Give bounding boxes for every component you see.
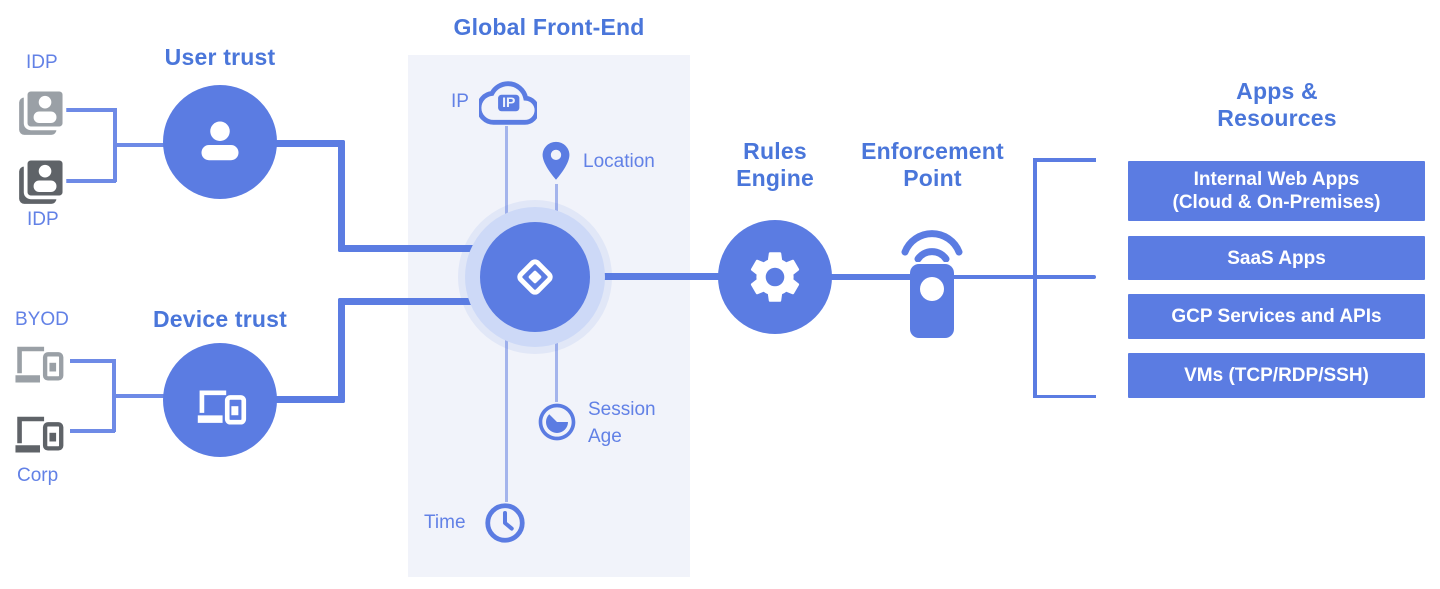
device-icon [189, 374, 251, 426]
flow-line [265, 140, 345, 147]
flow-line [820, 274, 935, 280]
flow-line [338, 298, 503, 305]
user-icon [190, 112, 250, 172]
location-pin-icon [533, 138, 579, 184]
idp-label-top: IDP [26, 52, 58, 73]
access-diamond-icon [507, 249, 563, 305]
location-label: Location [583, 151, 655, 172]
resource-bar: GCP Services and APIs [1128, 294, 1425, 339]
connector-line [113, 143, 168, 147]
ip-label: IP [451, 91, 469, 112]
resource-bar: Internal Web Apps (Cloud & On-Premises) [1128, 161, 1425, 221]
remote-icon [910, 264, 954, 338]
flow-line [265, 396, 345, 403]
ip-badge-label: IP [502, 94, 515, 110]
idp-badge-icon [14, 84, 70, 140]
remote-button-dot [920, 277, 944, 301]
device-trust-node [163, 343, 277, 457]
flow-line [560, 273, 730, 280]
enforcement-point-heading: Enforcement Point [861, 138, 1004, 191]
rules-engine-heading: Rules Engine [736, 138, 814, 191]
connector-line [555, 330, 558, 402]
corp-label: Corp [17, 465, 59, 486]
global-front-end-heading: Global Front-End [453, 14, 645, 40]
global-front-end-node [480, 222, 590, 332]
connector-line [66, 179, 116, 183]
session-age-label: Session Age [588, 399, 656, 447]
session-age-icon [535, 400, 579, 444]
corp-devices-icon [8, 408, 72, 454]
idp-label-bottom: IDP [27, 209, 59, 230]
byod-devices-icon [8, 338, 72, 384]
connector-line [112, 394, 168, 398]
flow-line [338, 245, 503, 252]
connector-line [66, 108, 116, 112]
user-trust-heading: User trust [164, 44, 276, 70]
bracket-line [1033, 394, 1096, 398]
bracket-line [1033, 158, 1096, 162]
connector-line [70, 359, 115, 363]
bracket-line [1033, 158, 1037, 398]
flow-line [338, 140, 345, 252]
rules-engine-node [718, 220, 832, 334]
cloud-ip-icon: IP [479, 74, 537, 132]
user-trust-node [163, 85, 277, 199]
clock-icon [482, 500, 528, 546]
resource-bar: VMs (TCP/RDP/SSH) [1128, 353, 1425, 398]
resource-bar: SaaS Apps [1128, 236, 1425, 280]
gear-icon [744, 246, 806, 308]
apps-resources-heading: Apps & Resources [1217, 78, 1337, 131]
idp-badge-icon-dark [14, 153, 70, 209]
wifi-arcs-icon [895, 216, 969, 262]
connector-line [70, 429, 115, 433]
flow-line [338, 298, 345, 403]
flow-line [935, 275, 1096, 279]
byod-label: BYOD [15, 309, 69, 330]
connector-line [505, 126, 508, 226]
device-trust-heading: Device trust [152, 306, 288, 332]
connector-line [555, 184, 558, 230]
time-label: Time [424, 512, 466, 533]
connector-line [505, 330, 508, 502]
